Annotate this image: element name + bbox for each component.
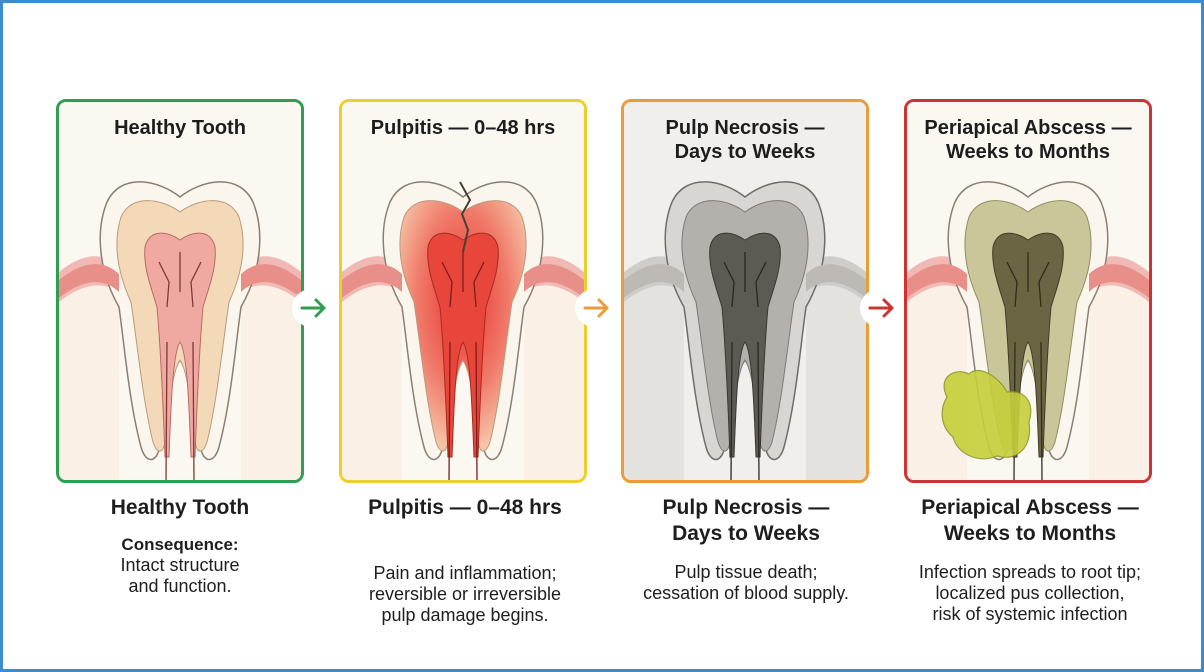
- panel-title: Pulp Necrosis — Days to Weeks: [665, 117, 825, 163]
- panel-title: Healthy Tooth: [114, 117, 246, 139]
- panel-title: Pulpitis — 0–48 hrs: [370, 117, 556, 139]
- caption-title: Periapical Abscess — Weeks to Months: [921, 496, 1139, 545]
- caption-healthy-tooth: Healthy Tooth Consequence: Intact struct…: [35, 495, 325, 597]
- panel-healthy-tooth: Healthy Tooth: [56, 99, 304, 483]
- arrow-right-icon: [860, 289, 904, 327]
- caption-title: Healthy Tooth: [110, 496, 250, 519]
- caption-title: Pulpitis — 0–48 hrs: [368, 496, 562, 519]
- pulpitis-tooth-illustration: [342, 102, 584, 480]
- caption-title: Pulp Necrosis — Days to Weeks: [662, 496, 830, 545]
- panel-periapical-abscess: Periapical Abscess — Weeks to Months: [904, 99, 1152, 483]
- necrosis-tooth-illustration: [624, 102, 866, 480]
- arrow-right-icon: [292, 289, 336, 327]
- panel-title: Periapical Abscess — Weeks to Months: [924, 117, 1132, 163]
- abscess-tooth-illustration: [907, 102, 1149, 480]
- caption-description: Intact structure and function.: [120, 555, 240, 596]
- caption-pulp-necrosis: Pulp Necrosis — Days to Weeks Pulp tissu…: [601, 495, 891, 604]
- abscess-pus-collection: [941, 369, 1032, 460]
- caption-pulpitis: Pulpitis — 0–48 hrs Pain and inflammatio…: [320, 495, 610, 626]
- caption-description: Infection spreads to root tip; localized…: [918, 562, 1142, 624]
- caption-description: Pulp tissue death; cessation of blood su…: [643, 562, 849, 603]
- healthy-tooth-illustration: [59, 102, 301, 480]
- panel-pulpitis: Pulpitis — 0–48 hrs: [339, 99, 587, 483]
- consequence-label: Consequence:: [121, 535, 239, 554]
- panel-pulp-necrosis: Pulp Necrosis — Days to Weeks: [621, 99, 869, 483]
- arrow-right-icon: [575, 289, 619, 327]
- caption-periapical-abscess: Periapical Abscess — Weeks to Months Inf…: [885, 495, 1175, 625]
- caption-description: Pain and inflammation; reversible or irr…: [368, 563, 562, 625]
